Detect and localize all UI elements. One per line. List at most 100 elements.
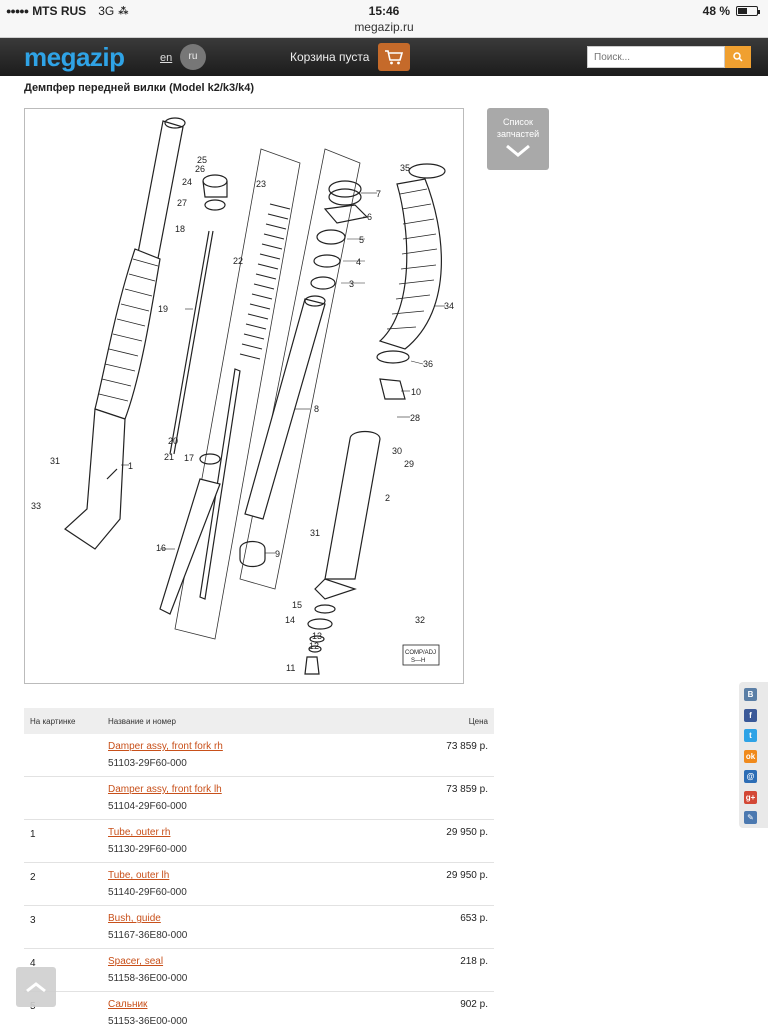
callout-5[interactable]: 5 <box>359 235 364 245</box>
callout-9[interactable]: 9 <box>275 549 280 559</box>
callout-11[interactable]: 11 <box>286 663 295 673</box>
callout-13[interactable]: 13 <box>312 631 322 641</box>
status-time: 15:46 <box>368 4 400 18</box>
callout-29[interactable]: 29 <box>404 459 414 469</box>
callout-12[interactable]: 12 <box>309 641 319 651</box>
callout-24[interactable]: 24 <box>182 177 192 187</box>
callout-26[interactable]: 26 <box>195 164 205 174</box>
callout-22[interactable]: 22 <box>233 256 243 266</box>
part-code: 51104-29F60-000 <box>108 801 187 812</box>
vkontakte-icon[interactable]: B <box>744 688 757 701</box>
callout-17[interactable]: 17 <box>184 453 194 463</box>
callout-28[interactable]: 28 <box>410 413 420 423</box>
search-input[interactable] <box>587 46 725 68</box>
googleplus-icon[interactable]: g+ <box>744 790 757 804</box>
table-row: 2 Tube, outer lh 51140-29F60-000 29 950 р. <box>24 863 494 906</box>
callout-33[interactable]: 33 <box>31 501 41 511</box>
part-code: 51130-29F60-000 <box>108 844 187 855</box>
fork-diagram-image: 1234567891011121314151617181920212223242… <box>31 117 454 675</box>
scroll-top-button[interactable] <box>16 967 56 1007</box>
address-bar[interactable]: megazip.ru <box>0 20 768 38</box>
odnoklassniki-icon[interactable]: ok <box>744 749 757 763</box>
callout-14[interactable]: 14 <box>285 615 295 625</box>
cart-status[interactable]: Корзина пуста <box>290 50 370 64</box>
chevron-up-icon <box>26 982 46 993</box>
callout-4[interactable]: 4 <box>356 257 361 267</box>
callout-2[interactable]: 2 <box>385 493 390 503</box>
callout-36[interactable]: 36 <box>423 359 433 369</box>
callout-21[interactable]: 21 <box>164 452 174 462</box>
callout-27[interactable]: 27 <box>177 198 187 208</box>
parts-table: На картинке Название и номер Цена Damper… <box>24 708 494 1024</box>
callout-34[interactable]: 34 <box>444 301 454 311</box>
battery-percent: 48 % <box>702 4 730 18</box>
callout-31[interactable]: 31 <box>310 528 320 538</box>
callout-35[interactable]: 35 <box>400 163 410 173</box>
callout-3[interactable]: 3 <box>349 279 354 289</box>
callout-1[interactable]: 1 <box>128 461 133 471</box>
callout-19[interactable]: 19 <box>158 304 168 314</box>
part-name-link[interactable]: Сальник <box>108 999 148 1010</box>
wifi-icon: ⁂ <box>118 5 129 17</box>
search-button[interactable] <box>725 46 751 68</box>
facebook-icon[interactable]: f <box>744 708 757 722</box>
livejournal-icon[interactable]: ✎ <box>744 811 757 824</box>
callout-25[interactable]: 25 <box>197 155 207 165</box>
part-name-link[interactable]: Tube, outer rh <box>108 827 171 838</box>
part-price: 29 950 р. <box>446 827 488 838</box>
col-name: Название и номер <box>108 717 176 726</box>
part-name-link[interactable]: Bush, guide <box>108 913 161 924</box>
part-code: 51140-29F60-000 <box>108 887 187 898</box>
callout-16[interactable]: 16 <box>156 543 166 553</box>
cart-button[interactable] <box>378 43 410 71</box>
part-name-link[interactable]: Damper assy, front fork rh <box>108 741 223 752</box>
row-picture-num: 3 <box>30 915 36 926</box>
part-code: 51167-36E80-000 <box>108 930 188 941</box>
lang-en-link[interactable]: en <box>160 52 173 64</box>
badge-line2: S—H <box>411 658 425 664</box>
status-right: 48 % <box>702 4 760 18</box>
parts-list-button[interactable]: Список запчастей <box>487 108 549 170</box>
part-code: 51153-36E00-000 <box>108 1016 188 1024</box>
callout-8[interactable]: 8 <box>314 404 319 414</box>
row-picture-num: 2 <box>30 872 36 883</box>
lang-ru-button[interactable]: ru <box>180 44 206 70</box>
signal-icon: ●●●●● <box>6 6 29 16</box>
callout-18[interactable]: 18 <box>175 224 185 234</box>
search-icon <box>733 52 743 62</box>
chevron-down-icon <box>506 144 530 157</box>
row-picture-num: 1 <box>30 829 36 840</box>
callout-7[interactable]: 7 <box>376 189 381 199</box>
part-price: 902 р. <box>460 999 488 1010</box>
callout-30[interactable]: 30 <box>392 446 402 456</box>
part-price: 29 950 р. <box>446 870 488 881</box>
badge-line1: COMP/ADJ <box>405 650 436 656</box>
network-type: 3G <box>98 4 115 18</box>
parts-list-label-2: запчастей <box>496 129 540 139</box>
part-price: 73 859 р. <box>446 784 488 795</box>
part-name-link[interactable]: Damper assy, front fork lh <box>108 784 222 795</box>
row-picture-num: 4 <box>30 958 36 969</box>
parts-list-label-1: Список <box>503 117 533 127</box>
callout-20[interactable]: 20 <box>168 436 178 446</box>
callout-15[interactable]: 15 <box>292 600 302 610</box>
mailru-icon[interactable]: @ <box>744 770 757 783</box>
callout-23[interactable]: 23 <box>256 179 266 189</box>
part-code: 51158-36E00-000 <box>108 973 188 984</box>
status-bar: ●●●●● MTS RUS 3G ⁂ 15:46 48 % <box>0 0 768 20</box>
callout-10[interactable]: 10 <box>411 387 421 397</box>
callout-31[interactable]: 31 <box>50 456 60 466</box>
callout-32[interactable]: 32 <box>415 615 425 625</box>
col-price: Цена <box>468 717 488 726</box>
site-logo[interactable]: megazip <box>24 42 125 72</box>
part-name-link[interactable]: Tube, outer lh <box>108 870 170 881</box>
twitter-icon[interactable]: t <box>744 729 757 742</box>
callout-6[interactable]: 6 <box>367 212 372 222</box>
part-name-link[interactable]: Spacer, seal <box>108 956 164 967</box>
carrier-name: MTS RUS <box>32 4 87 18</box>
